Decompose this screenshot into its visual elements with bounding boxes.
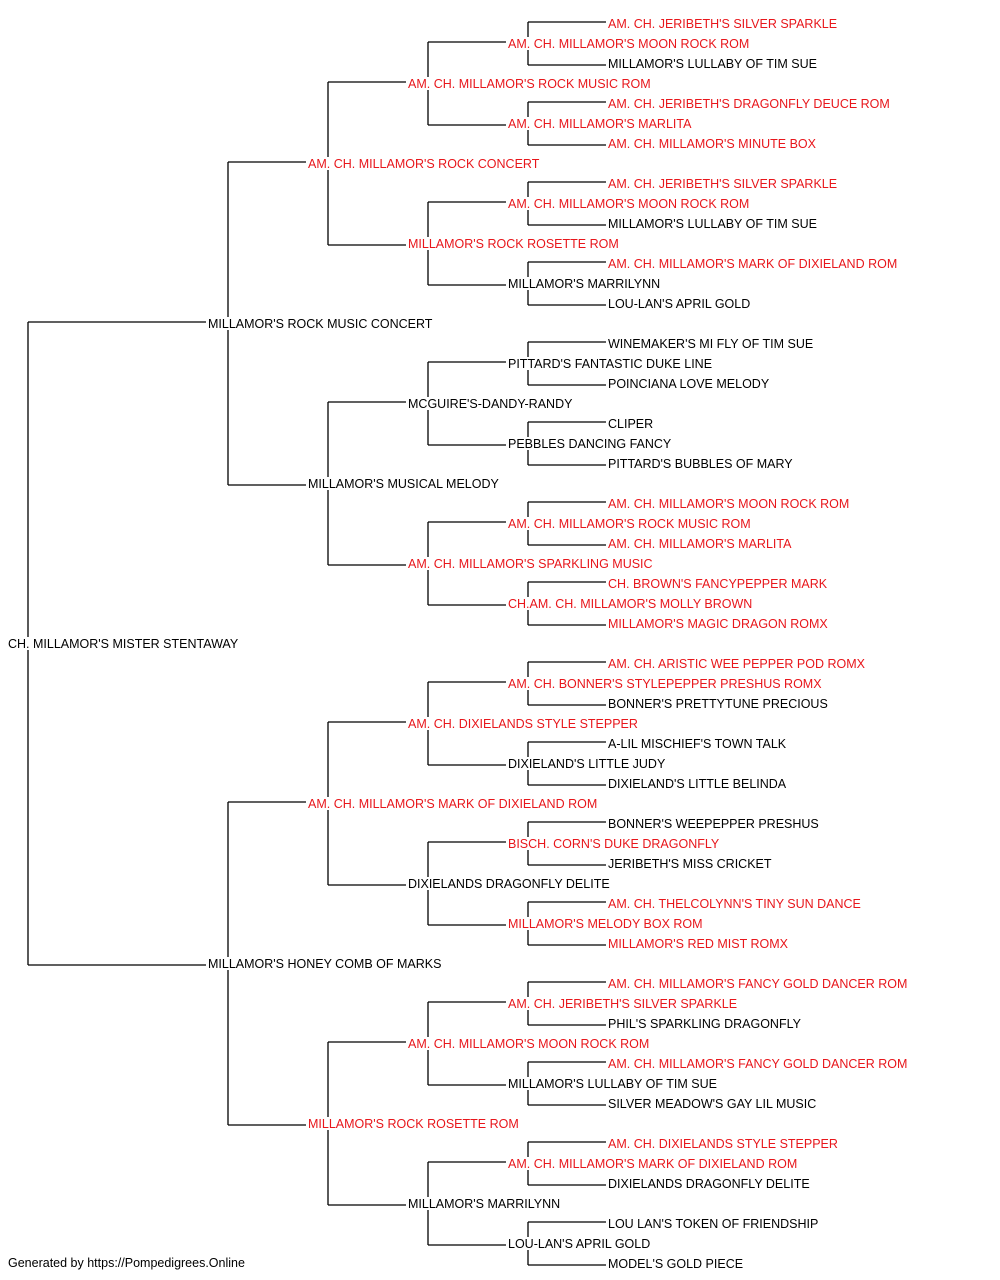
dog-name-gen5: BONNER'S WEEPEPPER PRESHUS xyxy=(608,817,819,831)
dog-name-gen4: MILLAMOR'S MELODY BOX ROM xyxy=(508,917,703,931)
dog-name-gen5: WINEMAKER'S MI FLY OF TIM SUE xyxy=(608,337,813,351)
dog-name-gen2: MILLAMOR'S ROCK ROSETTE ROM xyxy=(308,1117,519,1131)
dog-name-gen1: MILLAMOR'S HONEY COMB OF MARKS xyxy=(208,957,441,971)
dog-name-gen5: AM. CH. MILLAMOR'S FANCY GOLD DANCER ROM xyxy=(608,977,907,991)
dog-name-gen5: LOU LAN'S TOKEN OF FRIENDSHIP xyxy=(608,1217,818,1231)
dog-name-gen3: AM. CH. MILLAMOR'S SPARKLING MUSIC xyxy=(408,557,653,571)
dog-name-gen4: AM. CH. MILLAMOR'S MARLITA xyxy=(508,117,692,131)
dog-name-gen5: JERIBETH'S MISS CRICKET xyxy=(608,857,772,871)
dog-name-gen3: DIXIELANDS DRAGONFLY DELITE xyxy=(408,877,610,891)
dog-name-gen5: PITTARD'S BUBBLES OF MARY xyxy=(608,457,793,471)
dog-name-gen5: AM. CH. MILLAMOR'S MARLITA xyxy=(608,537,792,551)
dog-name-gen4: BISCH. CORN'S DUKE DRAGONFLY xyxy=(508,837,720,851)
footer-credit: Generated by https://Pompedigrees.Online xyxy=(8,1256,245,1270)
dog-name-gen5: AM. CH. MILLAMOR'S MARK OF DIXIELAND ROM xyxy=(608,257,897,271)
dog-name-gen4: AM. CH. MILLAMOR'S ROCK MUSIC ROM xyxy=(508,517,751,531)
dog-name-gen3: AM. CH. MILLAMOR'S MOON ROCK ROM xyxy=(408,1037,649,1051)
dog-name-gen5: AM. CH. JERIBETH'S SILVER SPARKLE xyxy=(608,17,837,31)
dog-name-gen5: A-LIL MISCHIEF'S TOWN TALK xyxy=(608,737,787,751)
dog-name-gen5: DIXIELANDS DRAGONFLY DELITE xyxy=(608,1177,810,1191)
dog-name-gen4: DIXIELAND'S LITTLE JUDY xyxy=(508,757,666,771)
dog-name-gen2: AM. CH. MILLAMOR'S MARK OF DIXIELAND ROM xyxy=(308,797,597,811)
dog-name-gen4: PITTARD'S FANTASTIC DUKE LINE xyxy=(508,357,712,371)
dog-name-gen4: MILLAMOR'S LULLABY OF TIM SUE xyxy=(508,1077,717,1091)
dog-name-gen0: CH. MILLAMOR'S MISTER STENTAWAY xyxy=(8,637,239,651)
dog-name-gen3: MILLAMOR'S MARRILYNN xyxy=(408,1197,560,1211)
dog-name-gen4: AM. CH. JERIBETH'S SILVER SPARKLE xyxy=(508,997,737,1011)
dog-name-gen5: AM. CH. MILLAMOR'S MOON ROCK ROM xyxy=(608,497,849,511)
dog-name-gen5: MILLAMOR'S RED MIST ROMX xyxy=(608,937,789,951)
dog-name-gen5: MILLAMOR'S LULLABY OF TIM SUE xyxy=(608,217,817,231)
dog-name-gen4: AM. CH. BONNER'S STYLEPEPPER PRESHUS ROM… xyxy=(508,677,822,691)
dog-name-gen4: AM. CH. MILLAMOR'S MOON ROCK ROM xyxy=(508,197,749,211)
dog-name-gen4: AM. CH. MILLAMOR'S MOON ROCK ROM xyxy=(508,37,749,51)
dog-name-gen3: MILLAMOR'S ROCK ROSETTE ROM xyxy=(408,237,619,251)
dog-name-gen5: AM. CH. JERIBETH'S DRAGONFLY DEUCE ROM xyxy=(608,97,890,111)
dog-name-gen5: MODEL'S GOLD PIECE xyxy=(608,1257,743,1271)
dog-name-gen4: PEBBLES DANCING FANCY xyxy=(508,437,672,451)
dog-name-gen4: AM. CH. MILLAMOR'S MARK OF DIXIELAND ROM xyxy=(508,1157,797,1171)
dog-name-gen5: AM. CH. DIXIELANDS STYLE STEPPER xyxy=(608,1137,838,1151)
dog-name-gen5: PHIL'S SPARKLING DRAGONFLY xyxy=(608,1017,802,1031)
dog-name-gen4: CH.AM. CH. MILLAMOR'S MOLLY BROWN xyxy=(508,597,752,611)
dog-name-gen5: AM. CH. MILLAMOR'S FANCY GOLD DANCER ROM xyxy=(608,1057,907,1071)
dog-name-gen5: DIXIELAND'S LITTLE BELINDA xyxy=(608,777,787,791)
dog-name-gen2: AM. CH. MILLAMOR'S ROCK CONCERT xyxy=(308,157,540,171)
dog-name-gen4: LOU-LAN'S APRIL GOLD xyxy=(508,1237,650,1251)
dog-name-gen5: POINCIANA LOVE MELODY xyxy=(608,377,770,391)
dog-name-gen3: AM. CH. MILLAMOR'S ROCK MUSIC ROM xyxy=(408,77,651,91)
dog-name-gen3: AM. CH. DIXIELANDS STYLE STEPPER xyxy=(408,717,638,731)
dog-name-gen2: MILLAMOR'S MUSICAL MELODY xyxy=(308,477,500,491)
dog-name-gen5: SILVER MEADOW'S GAY LIL MUSIC xyxy=(608,1097,816,1111)
dog-name-gen5: AM. CH. THELCOLYNN'S TINY SUN DANCE xyxy=(608,897,861,911)
dog-name-gen5: MILLAMOR'S MAGIC DRAGON ROMX xyxy=(608,617,828,631)
dog-name-gen5: AM. CH. ARISTIC WEE PEPPER POD ROMX xyxy=(608,657,866,671)
dog-name-gen5: AM. CH. MILLAMOR'S MINUTE BOX xyxy=(608,137,817,151)
dog-name-gen3: MCGUIRE'S-DANDY-RANDY xyxy=(408,397,573,411)
dog-name-gen5: MILLAMOR'S LULLABY OF TIM SUE xyxy=(608,57,817,71)
dog-name-gen5: CH. BROWN'S FANCYPEPPER MARK xyxy=(608,577,828,591)
dog-name-gen1: MILLAMOR'S ROCK MUSIC CONCERT xyxy=(208,317,433,331)
dog-name-gen5: BONNER'S PRETTYTUNE PRECIOUS xyxy=(608,697,828,711)
dog-name-gen5: AM. CH. JERIBETH'S SILVER SPARKLE xyxy=(608,177,837,191)
dog-name-gen5: CLIPER xyxy=(608,417,653,431)
dog-name-gen4: MILLAMOR'S MARRILYNN xyxy=(508,277,660,291)
dog-name-gen5: LOU-LAN'S APRIL GOLD xyxy=(608,297,750,311)
